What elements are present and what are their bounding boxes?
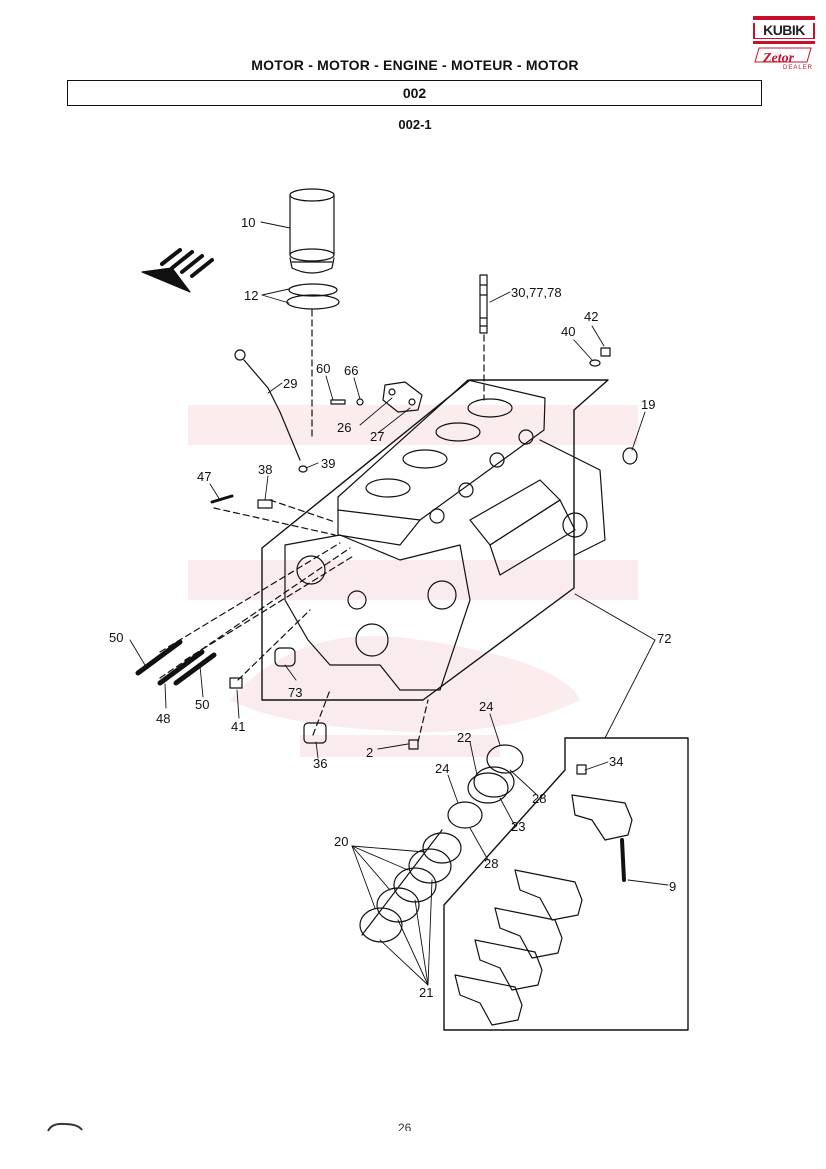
callout-28-top: 28 — [532, 791, 546, 806]
callout-labels: 10 12 30,77,78 42 40 29 60 66 19 26 27 3… — [109, 215, 676, 1000]
plug-2-part — [408, 739, 419, 750]
callout-30-77-78: 30,77,78 — [511, 285, 562, 300]
callout-24-bottom: 24 — [435, 761, 449, 776]
section-code: 002 — [402, 85, 427, 101]
callout-12: 12 — [244, 288, 258, 303]
dowel-pin-part — [210, 494, 234, 504]
callout-10: 10 — [241, 215, 255, 230]
logo-sub-brand: Zetor — [763, 51, 795, 66]
callout-29: 29 — [283, 376, 297, 391]
engine-block-part — [261, 379, 609, 701]
needle-bearing-part — [303, 722, 327, 744]
callout-28-bottom: 28 — [484, 856, 498, 871]
cylinder-head-stud-part — [135, 639, 217, 686]
footer-zetor-logo-icon — [47, 1122, 83, 1132]
thrust-washer-part — [447, 744, 524, 829]
sensor-part — [257, 499, 273, 509]
callout-23: 23 — [511, 819, 525, 834]
stud-part — [479, 274, 488, 334]
callout-42: 42 — [584, 309, 598, 324]
bearing-cap-set-outline — [443, 737, 689, 1031]
callout-36: 36 — [313, 756, 327, 771]
dipstick-part — [234, 349, 301, 461]
callout-39: 39 — [321, 456, 335, 471]
callout-48: 48 — [156, 711, 170, 726]
callout-leaders — [129, 221, 669, 986]
plug-part — [589, 347, 611, 367]
callout-21: 21 — [419, 985, 433, 1000]
callout-34: 34 — [609, 754, 623, 769]
direction-arrow-icon — [141, 248, 214, 293]
o-ring-part — [286, 283, 340, 310]
callout-38: 38 — [258, 462, 272, 477]
main-bearing-shells-part — [359, 829, 462, 943]
assembly-lines — [159, 499, 429, 743]
callout-22: 22 — [457, 730, 471, 745]
sealing-ring-part — [298, 465, 308, 473]
callout-9: 9 — [669, 879, 676, 894]
callout-50-left: 50 — [109, 630, 123, 645]
callout-41: 41 — [231, 719, 245, 734]
callout-20: 20 — [334, 834, 348, 849]
main-bearing-cap-part — [454, 794, 633, 1026]
callout-2: 2 — [366, 745, 373, 760]
callout-73: 73 — [288, 685, 302, 700]
section-code-box: 002 — [67, 80, 762, 106]
subsection-code: 002-1 — [398, 117, 432, 132]
cylinder-liner-part — [289, 188, 335, 274]
logo-brand: KUBIK — [755, 22, 813, 38]
bushing-part — [274, 647, 296, 667]
callout-60: 60 — [316, 361, 330, 376]
watermark-logo-icon — [188, 405, 638, 757]
callout-26: 26 — [337, 420, 351, 435]
plug-41-part — [229, 677, 243, 689]
callout-47: 47 — [197, 469, 211, 484]
kubik-zetor-logo: KUBIK Zetor DEALER — [753, 12, 817, 74]
callout-72: 72 — [657, 631, 671, 646]
callout-50-right: 50 — [195, 697, 209, 712]
callout-40: 40 — [561, 324, 575, 339]
sealing-plug-part — [622, 447, 638, 465]
logo-dealer: DEALER — [783, 65, 814, 71]
callout-24-top: 24 — [479, 699, 493, 714]
callout-66: 66 — [344, 363, 358, 378]
callout-27: 27 — [370, 429, 384, 444]
page-title: MOTOR - MOTOR - ENGINE - MOTEUR - MOTOR — [251, 57, 579, 73]
callout-19: 19 — [641, 397, 655, 412]
cap-bolt-part — [620, 838, 626, 882]
page-number: 26 — [398, 1121, 412, 1131]
nut-part — [576, 764, 587, 775]
